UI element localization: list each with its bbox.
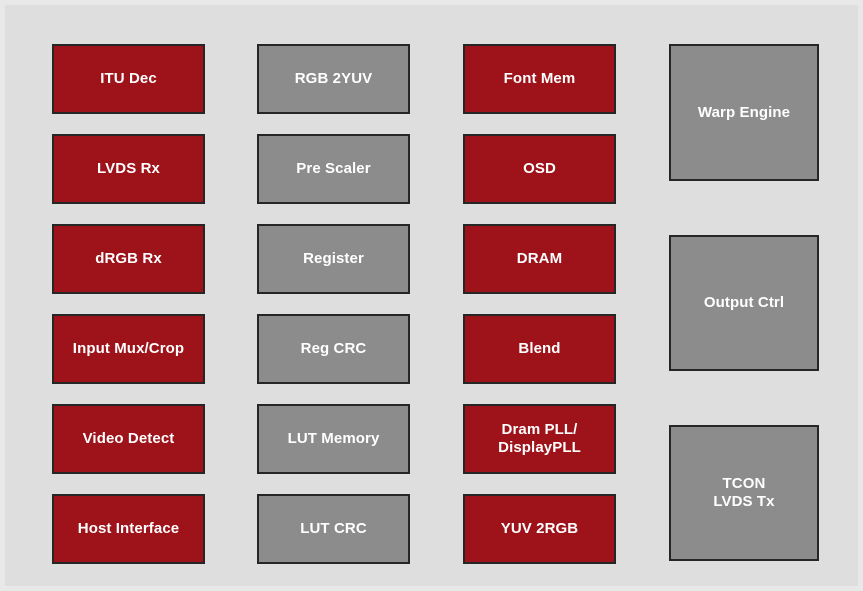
block-output-ctrl[interactable]: Output Ctrl: [669, 235, 819, 371]
block-dram-pll-display-pll[interactable]: Dram PLL/ DisplayPLL: [463, 404, 616, 474]
block-font-mem[interactable]: Font Mem: [463, 44, 616, 114]
block-reg-crc[interactable]: Reg CRC: [257, 314, 410, 384]
block-lut-memory[interactable]: LUT Memory: [257, 404, 410, 474]
block-itu-dec[interactable]: ITU Dec: [52, 44, 205, 114]
block-yuv-2rgb[interactable]: YUV 2RGB: [463, 494, 616, 564]
block-lut-crc[interactable]: LUT CRC: [257, 494, 410, 564]
block-pre-scaler[interactable]: Pre Scaler: [257, 134, 410, 204]
block-register[interactable]: Register: [257, 224, 410, 294]
block-dram[interactable]: DRAM: [463, 224, 616, 294]
block-blend[interactable]: Blend: [463, 314, 616, 384]
block-rgb-2yuv[interactable]: RGB 2YUV: [257, 44, 410, 114]
block-drgb-rx[interactable]: dRGB Rx: [52, 224, 205, 294]
block-osd[interactable]: OSD: [463, 134, 616, 204]
block-warp-engine[interactable]: Warp Engine: [669, 44, 819, 181]
block-input-mux-crop[interactable]: Input Mux/Crop: [52, 314, 205, 384]
block-tcon-lvds-tx[interactable]: TCON LVDS Tx: [669, 425, 819, 561]
block-lvds-rx[interactable]: LVDS Rx: [52, 134, 205, 204]
block-host-interface[interactable]: Host Interface: [52, 494, 205, 564]
block-video-detect[interactable]: Video Detect: [52, 404, 205, 474]
